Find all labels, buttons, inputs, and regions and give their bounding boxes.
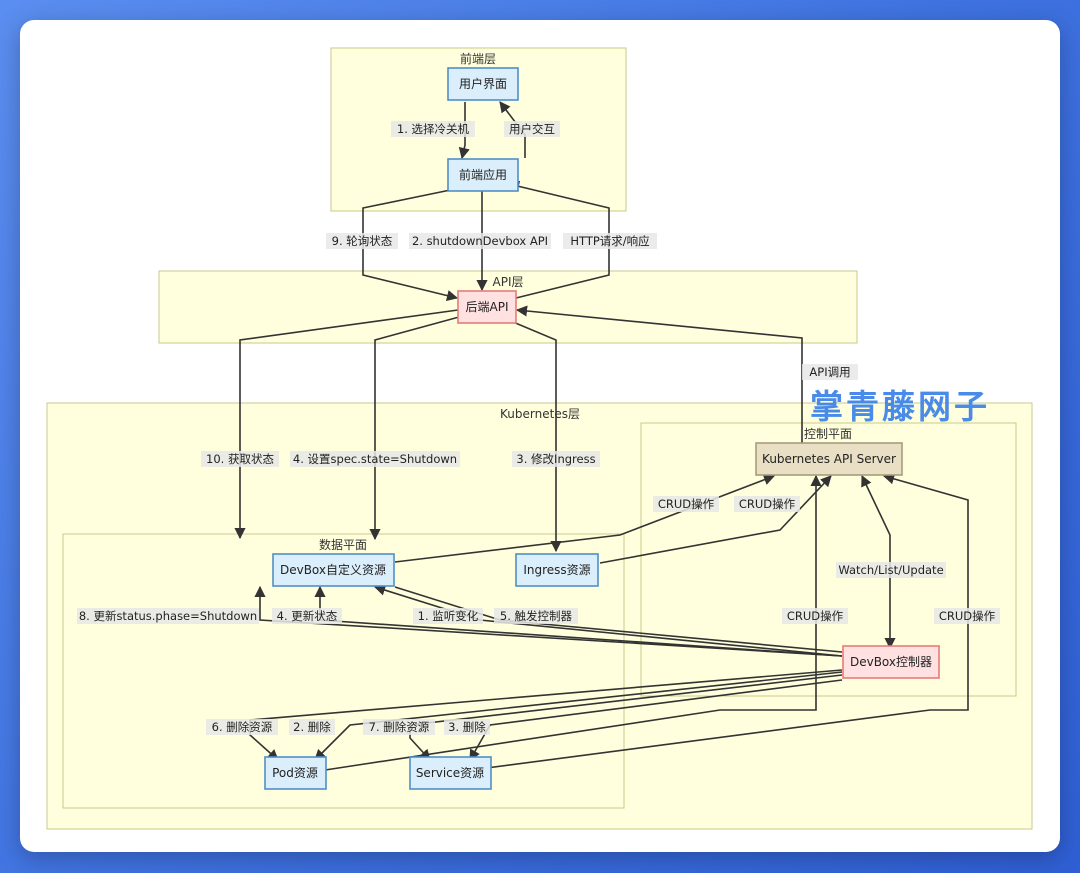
edge-label-crud4: CRUD操作	[939, 609, 996, 623]
node-frontend-app-label: 前端应用	[459, 167, 507, 182]
node-devbox-controller-label: DevBox控制器	[850, 655, 932, 669]
node-devbox-cr-label: DevBox自定义资源	[280, 562, 386, 577]
edge-label-get-status: 10. 获取状态	[206, 452, 274, 466]
node-ingress-label: Ingress资源	[523, 563, 590, 577]
edge-label-set-state: 4. 设置spec.state=Shutdown	[293, 452, 457, 466]
node-pod-label: Pod资源	[272, 766, 318, 780]
edge-label-del-2: 2. 删除	[293, 720, 331, 734]
edge-update-phase	[254, 585, 843, 657]
edge-label-watch: Watch/List/Update	[838, 563, 943, 577]
node-backend-api[interactable]: 后端API	[457, 290, 517, 324]
edge-label-poll: 9. 轮询状态	[332, 234, 393, 248]
edge-labels: 1. 选择冷关机 用户交互 9. 轮询状态 2. shutdownDevbox …	[77, 121, 1000, 735]
node-user-interface[interactable]: 用户界面	[447, 67, 519, 101]
node-pod[interactable]: Pod资源	[264, 756, 327, 790]
edge-label-interact: 用户交互	[509, 122, 555, 136]
node-k8s-api-server[interactable]: Kubernetes API Server	[755, 442, 903, 476]
edge-label-http: HTTP请求/响应	[570, 234, 649, 248]
edge-select	[458, 102, 470, 160]
edge-label-del-7: 7. 删除资源	[369, 720, 430, 734]
edge-label-listen: 1. 监听变化	[418, 609, 479, 623]
edge-label-del-3: 3. 删除	[448, 720, 486, 734]
edge-label-trigger: 5. 触发控制器	[500, 609, 573, 623]
edge-crud4	[455, 473, 969, 773]
edge-label-update-phase: 8. 更新status.phase=Shutdown	[79, 609, 257, 623]
cluster-control-title: 控制平面	[804, 427, 852, 441]
cluster-frontend-title: 前端层	[460, 51, 496, 66]
edge-label-shutdown-api: 2. shutdownDevbox API	[412, 234, 548, 248]
edge-label-update-status: 4. 更新状态	[277, 609, 338, 623]
edge-crud2	[599, 475, 832, 564]
watermark-text: 掌青藤网子	[810, 387, 990, 426]
node-frontend-app[interactable]: 前端应用	[447, 158, 519, 192]
node-service-label: Service资源	[416, 766, 484, 780]
cluster-data-title: 数据平面	[319, 537, 367, 552]
edge-crud1	[394, 474, 776, 563]
edge-watch	[861, 474, 896, 650]
cluster-api-title: API层	[493, 275, 524, 289]
edge-get-status	[234, 309, 459, 540]
architecture-diagram: 前端层 API层 Kubernetes层 控制平面 数据平面	[46, 47, 1033, 830]
edge-label-crud1: CRUD操作	[658, 497, 715, 511]
node-service[interactable]: Service资源	[409, 756, 492, 790]
node-user-interface-label: 用户界面	[459, 76, 507, 91]
node-devbox-controller[interactable]: DevBox控制器	[842, 645, 940, 679]
edge-set-state	[369, 313, 471, 541]
edge-label-select: 1. 选择冷关机	[397, 122, 470, 136]
edge-label-crud3: CRUD操作	[787, 609, 844, 623]
node-devbox-cr[interactable]: DevBox自定义资源	[272, 553, 395, 587]
cluster-api: API层	[158, 270, 858, 344]
edge-label-modify-ingress: 3. 修改Ingress	[516, 452, 595, 466]
edge-label-api-call: API调用	[809, 365, 850, 379]
edge-label-del-6: 6. 删除资源	[212, 720, 273, 734]
edge-api-call	[515, 305, 803, 448]
node-k8s-api-server-label: Kubernetes API Server	[762, 452, 896, 466]
edge-crud3	[311, 474, 822, 773]
edge-label-crud2: CRUD操作	[739, 497, 796, 511]
diagram-card: 前端层 API层 Kubernetes层 控制平面 数据平面	[20, 20, 1060, 852]
node-ingress[interactable]: Ingress资源	[515, 553, 599, 587]
edge-del-2	[314, 671, 843, 761]
cluster-k8s-title: Kubernetes层	[500, 407, 580, 421]
node-backend-api-label: 后端API	[466, 300, 509, 314]
